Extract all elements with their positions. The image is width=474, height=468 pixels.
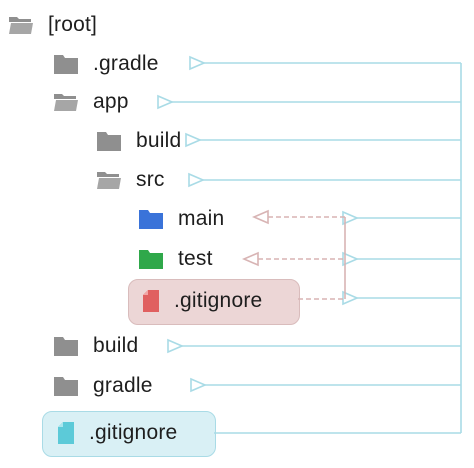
folder-icon bbox=[54, 377, 78, 396]
tree-label-root: [root] bbox=[48, 13, 98, 36]
src-arrowhead-main bbox=[251, 209, 269, 225]
open-folder-icon bbox=[54, 94, 78, 111]
file-icon bbox=[58, 422, 74, 444]
tree-node-main[interactable]: main bbox=[138, 202, 224, 236]
tree-node-app-build[interactable]: build bbox=[96, 124, 181, 158]
tree-label-gradle: gradle bbox=[93, 374, 153, 397]
folder-icon bbox=[139, 250, 163, 269]
tree-node-root-gitignore[interactable]: .gitignore bbox=[57, 416, 177, 450]
arrowhead-build bbox=[167, 338, 185, 354]
folder-icon bbox=[54, 337, 78, 356]
tree-label-app: app bbox=[93, 90, 129, 113]
folder-icon bbox=[139, 210, 163, 229]
tree-node-src-gitignore[interactable]: .gitignore bbox=[142, 284, 262, 318]
folder-icon bbox=[54, 55, 78, 74]
arrowhead-app-build bbox=[185, 132, 203, 148]
tree-node-gradle[interactable]: gradle bbox=[53, 369, 153, 403]
open-folder-icon bbox=[97, 172, 121, 189]
tree-label-root-gitignore: .gitignore bbox=[89, 421, 178, 444]
arrowhead-app bbox=[157, 94, 175, 110]
tree-label-src-gitignore: .gitignore bbox=[174, 289, 263, 312]
open-folder-icon bbox=[9, 17, 33, 34]
tree-node-root[interactable]: [root] bbox=[8, 8, 97, 42]
tree-node-src[interactable]: src bbox=[96, 163, 165, 197]
arrowhead-src-gitignore bbox=[342, 290, 360, 306]
tree-label-test: test bbox=[178, 247, 213, 270]
src-arrowhead-test bbox=[241, 251, 259, 267]
tree-label-src: src bbox=[136, 168, 165, 191]
arrowhead-main bbox=[342, 210, 360, 226]
tree-label-gradle-dir: .gradle bbox=[93, 52, 159, 75]
tree-label-app-build: build bbox=[136, 129, 182, 152]
tree-label-build: build bbox=[93, 334, 139, 357]
tree-node-build[interactable]: build bbox=[53, 329, 138, 363]
tree-node-gradle-dir[interactable]: .gradle bbox=[53, 47, 159, 81]
arrowhead-src bbox=[188, 172, 206, 188]
folder-icon bbox=[97, 132, 121, 151]
tree-node-test[interactable]: test bbox=[138, 242, 213, 276]
tree-label-main: main bbox=[178, 207, 225, 230]
arrowhead-gradle bbox=[190, 377, 208, 393]
tree-node-app[interactable]: app bbox=[53, 85, 129, 119]
arrowhead-gradle-dir bbox=[189, 55, 207, 71]
file-icon bbox=[143, 290, 159, 312]
